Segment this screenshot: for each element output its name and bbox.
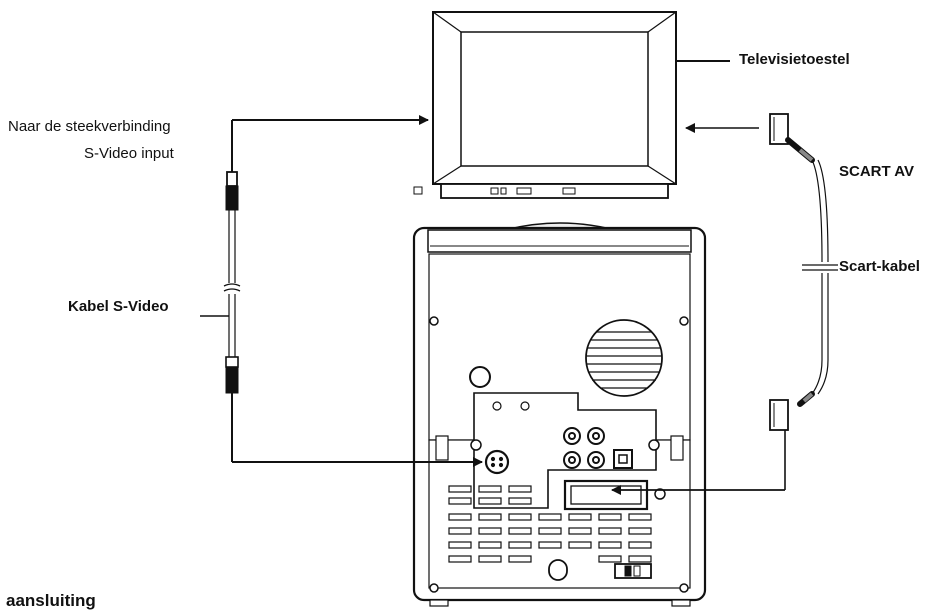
caption-text: aansluiting bbox=[6, 591, 96, 610]
svideo-socket bbox=[484, 449, 510, 475]
device-rear bbox=[412, 222, 707, 607]
television-label: Televisietoestel bbox=[739, 51, 850, 68]
rca-sockets bbox=[563, 427, 605, 469]
television-set bbox=[413, 11, 677, 199]
scart-av-label: SCART AV bbox=[839, 163, 914, 180]
speaker-grille-lines bbox=[587, 331, 661, 389]
scart-cable-label: Scart-kabel bbox=[839, 258, 920, 275]
power-switch bbox=[614, 563, 652, 579]
svideo-input-label: S-Video input bbox=[84, 145, 174, 162]
scart-cable bbox=[611, 113, 838, 495]
vent-slots bbox=[448, 485, 652, 563]
connection-label: Naar de steekverbinding bbox=[8, 118, 171, 135]
svideo-cable bbox=[200, 115, 483, 467]
svideo-cable-label: Kabel S-Video bbox=[68, 298, 169, 315]
